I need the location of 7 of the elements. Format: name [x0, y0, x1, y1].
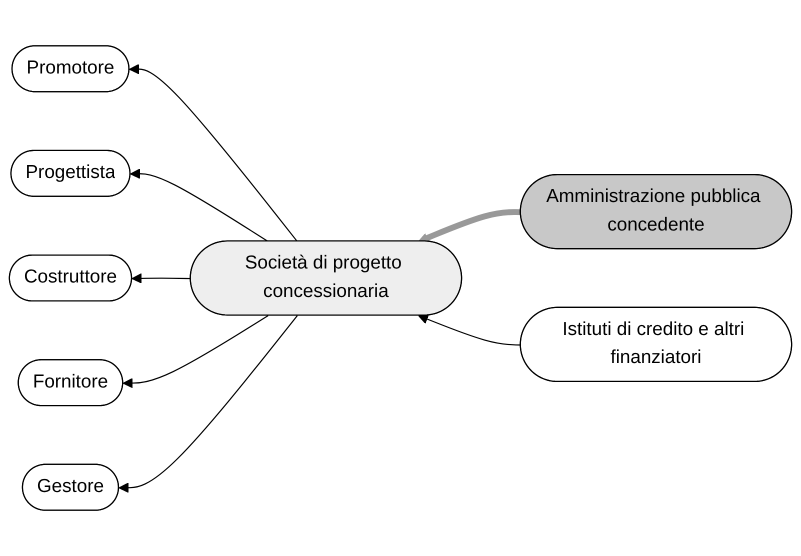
arrow: [132, 273, 191, 284]
arrow: [118, 315, 298, 493]
arrow: [122, 315, 268, 388]
arrow: [130, 168, 268, 242]
arrow: [418, 314, 521, 346]
arrow: [129, 64, 298, 242]
arrow: [418, 209, 521, 243]
